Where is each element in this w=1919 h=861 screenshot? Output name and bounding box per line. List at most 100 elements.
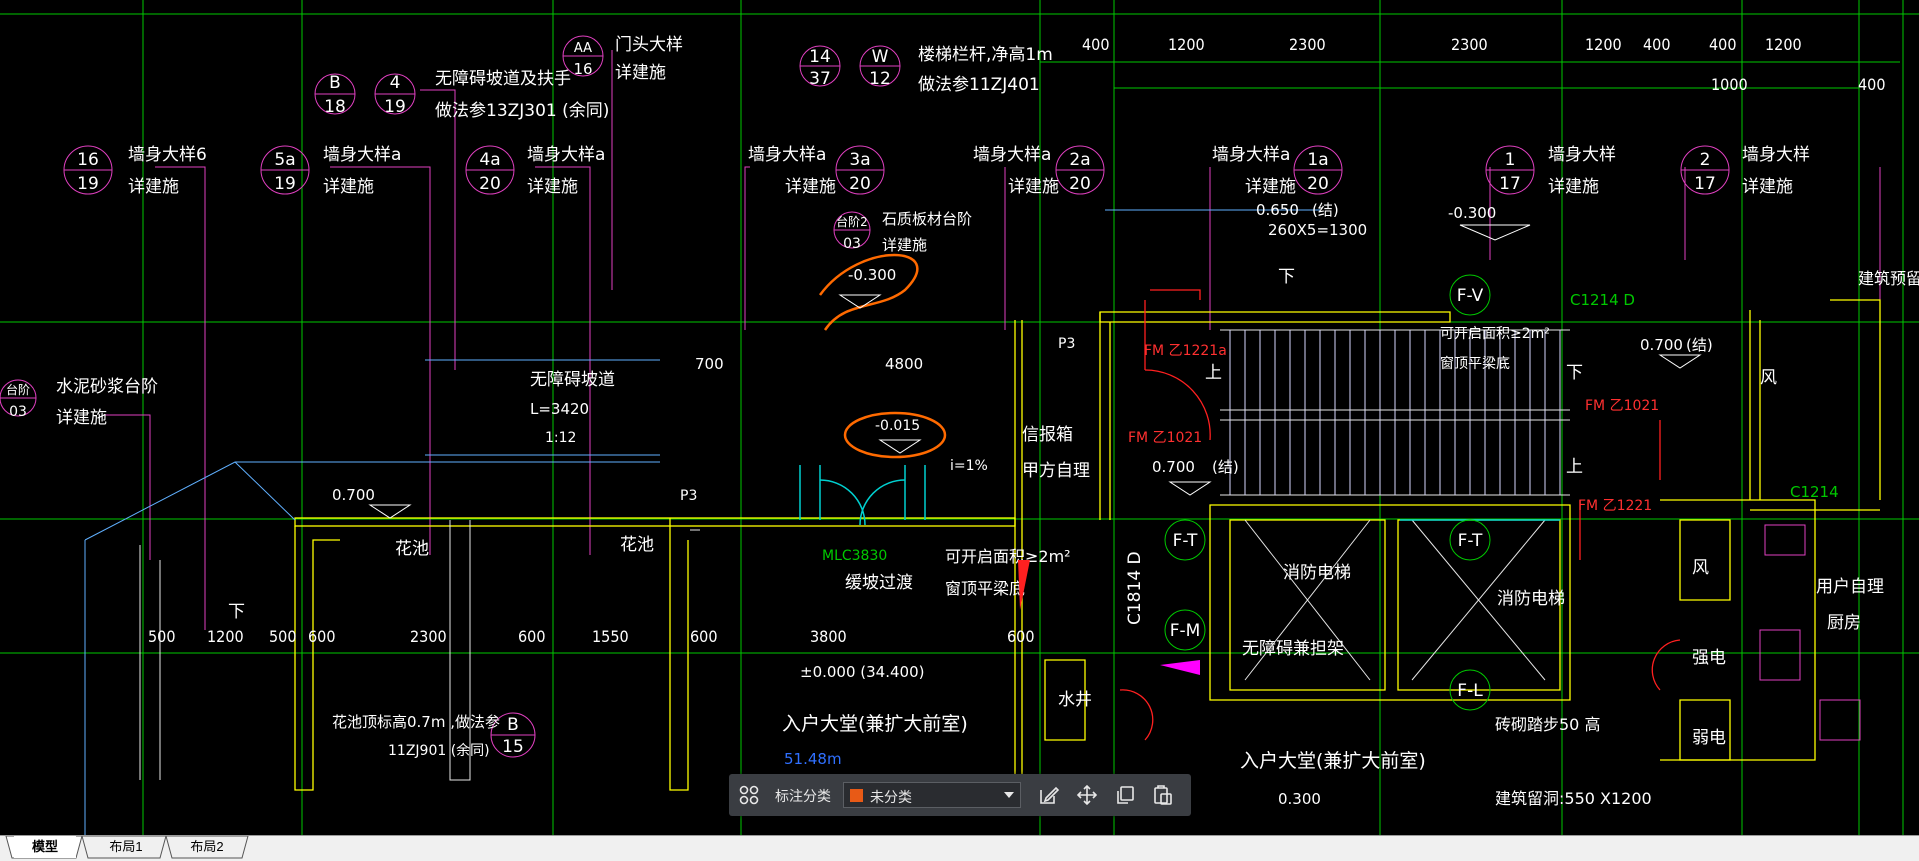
callout-top: 5a bbox=[274, 150, 295, 170]
label: F-T bbox=[1458, 531, 1483, 551]
label: 可开启面积≥2m² bbox=[945, 547, 1071, 566]
label: C1814 D bbox=[1125, 551, 1145, 625]
label: 墙身大样a bbox=[973, 145, 1051, 165]
label: FM 乙1021 bbox=[1585, 398, 1659, 414]
move-icon[interactable] bbox=[1073, 781, 1101, 809]
level-text: -0.015 bbox=[875, 418, 920, 434]
dim-text: 500 bbox=[148, 627, 175, 646]
label: 窗顶平梁底 bbox=[1440, 355, 1510, 372]
category-color-swatch bbox=[850, 789, 863, 802]
level-text: -0.300 bbox=[848, 266, 896, 284]
label: 做法参11ZJ401 bbox=[918, 75, 1040, 95]
category-label: 标注分类 bbox=[775, 788, 831, 804]
callout-top: AA bbox=[574, 41, 592, 56]
callout-top: 16 bbox=[77, 150, 99, 170]
floor-plan-drawing[interactable]: 400 1200 2300 2300 1200 400 400 1200 100… bbox=[0, 0, 1919, 835]
copy-icon[interactable] bbox=[1111, 781, 1139, 809]
callout-bottom: 17 bbox=[1499, 174, 1521, 194]
label: F-V bbox=[1457, 286, 1484, 306]
dim-text: 1200 bbox=[1585, 35, 1622, 54]
label: 水井 bbox=[1058, 690, 1092, 710]
dim-text: 600 bbox=[308, 627, 335, 646]
callout-top: 1a bbox=[1307, 150, 1328, 170]
label: 墙身大样 bbox=[1548, 145, 1616, 165]
edit-icon[interactable] bbox=[1035, 781, 1063, 809]
callout-top: 4a bbox=[479, 150, 500, 170]
dim-text: 2300 bbox=[410, 627, 447, 646]
label: 墙身大样6 bbox=[128, 145, 207, 165]
label: 消防电梯 bbox=[1283, 563, 1351, 583]
label: 用户自理 bbox=[1816, 577, 1884, 597]
dim-text: 400 bbox=[1643, 35, 1670, 54]
dim-text: 1200 bbox=[207, 627, 244, 646]
grid-icon[interactable] bbox=[735, 781, 763, 809]
callout-top: B bbox=[329, 73, 341, 93]
label: 砖砌踏步50 高 bbox=[1495, 715, 1600, 734]
callout-bottom: 17 bbox=[1694, 174, 1716, 194]
tab-model[interactable]: 模型 bbox=[14, 836, 76, 858]
label: 详建施 bbox=[128, 177, 179, 197]
label: 无障碍坡道 bbox=[530, 370, 615, 390]
label: FM 乙1221a bbox=[1144, 343, 1227, 359]
layout-tab-bar: 模型 布局1 布局2 bbox=[0, 835, 1919, 861]
dim-text: 260X5=1300 bbox=[1268, 221, 1367, 239]
label: 详建施 bbox=[527, 177, 578, 197]
callout-top: 4 bbox=[390, 73, 401, 93]
label: 详建施 bbox=[323, 177, 374, 197]
dim-text: 3800 bbox=[810, 627, 847, 646]
label: 做法参13ZJ301 (余同) bbox=[435, 101, 609, 121]
label: 缓坡过渡 bbox=[845, 573, 913, 593]
dim-text: 1550 bbox=[592, 627, 629, 646]
label: 花池 bbox=[395, 539, 429, 559]
label: (结) bbox=[1312, 201, 1339, 219]
category-select[interactable]: 未分类 bbox=[843, 782, 1021, 808]
cad-model-canvas[interactable]: 400 1200 2300 2300 1200 400 400 1200 100… bbox=[0, 0, 1919, 835]
label: 详建施 bbox=[1548, 177, 1599, 197]
label: 墙身大样a bbox=[323, 145, 401, 165]
label: 详建施 bbox=[56, 408, 107, 428]
annotation-toolbar: 标注分类 未分类 bbox=[729, 774, 1191, 816]
tab-layout2[interactable]: 布局2 bbox=[190, 839, 224, 854]
callout-bottom: 18 bbox=[324, 97, 346, 117]
label: 风 bbox=[1692, 558, 1709, 578]
label: 详建施 bbox=[1245, 177, 1296, 197]
callout-bottom: 03 bbox=[843, 236, 861, 252]
label: C1214 bbox=[1790, 483, 1839, 501]
label: 消防电梯 bbox=[1497, 589, 1565, 609]
dim-text: 600 bbox=[1007, 627, 1034, 646]
paste-icon[interactable] bbox=[1149, 781, 1177, 809]
label: 入户大堂(兼扩大前室) bbox=[782, 713, 968, 735]
callout-bottom: 19 bbox=[77, 174, 99, 194]
label: L=3420 bbox=[530, 400, 589, 418]
label: i=1% bbox=[950, 458, 988, 474]
label: (结) bbox=[1212, 458, 1239, 476]
label: 水泥砂浆台阶 bbox=[56, 377, 158, 397]
callout-bottom: 16 bbox=[573, 60, 592, 78]
label: 无障碍兼担架 bbox=[1242, 639, 1344, 659]
callout-top: 3a bbox=[849, 150, 870, 170]
tab-layout1[interactable]: 布局1 bbox=[109, 839, 143, 854]
chevron-down-icon bbox=[1004, 792, 1014, 798]
label: 信报箱 bbox=[1022, 425, 1073, 445]
level-text: 0.700 bbox=[1152, 458, 1195, 476]
label: 可开启面积≥2m² bbox=[1440, 326, 1550, 342]
dim-text: 600 bbox=[690, 627, 717, 646]
label: 详建施 bbox=[1742, 177, 1793, 197]
label: 墙身大样 bbox=[1742, 145, 1810, 165]
label: FM 乙1221 bbox=[1578, 498, 1652, 514]
label: 详建施 bbox=[882, 236, 927, 254]
callout-bottom: 19 bbox=[274, 174, 296, 194]
dim-text: 700 bbox=[695, 355, 724, 373]
label: 甲方自理 bbox=[1022, 461, 1090, 481]
label: 详建施 bbox=[785, 177, 836, 197]
label: 窗顶平梁底 bbox=[945, 579, 1025, 598]
label: 建筑预留 bbox=[1858, 269, 1919, 288]
label: 石质板材台阶 bbox=[882, 210, 972, 228]
label: 详建施 bbox=[615, 63, 666, 83]
label: P3 bbox=[680, 488, 697, 504]
dim-text: 400 bbox=[1709, 35, 1736, 54]
callout-bottom: 20 bbox=[849, 174, 871, 194]
dim-text: 1000 bbox=[1711, 75, 1748, 94]
dim-text: 600 bbox=[518, 627, 545, 646]
label: 风 bbox=[1760, 368, 1777, 388]
